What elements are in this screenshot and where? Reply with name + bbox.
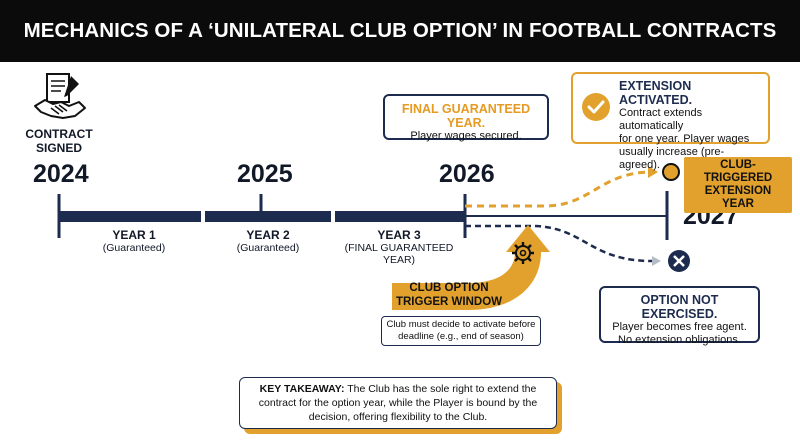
extension-body-line2: for one year. Player wages — [619, 133, 750, 145]
period-year1-title: YEAR 1 — [112, 228, 156, 242]
year2-bar — [205, 211, 331, 222]
year1-bar — [59, 211, 201, 222]
x-circle-icon — [668, 250, 690, 272]
not-exercised-body-line1: Player becomes free agent. — [612, 321, 747, 333]
takeaway-lead: KEY TAKEAWAY: — [259, 383, 345, 395]
no-option-arrowhead — [652, 256, 661, 266]
period-year2-subtitle: (Guaranteed) — [236, 242, 300, 254]
extension-path — [465, 170, 651, 208]
gear-icon — [512, 242, 534, 264]
extension-activated-title: EXTENSION ACTIVATED. — [619, 79, 693, 107]
takeaway-text1: The Club has the sole right to extend th… — [344, 383, 537, 395]
club-triggered-line2: EXTENSION YEAR — [704, 185, 772, 210]
period-year2: YEAR 2 (Guaranteed) — [218, 228, 318, 254]
year-2024: 2024 — [33, 160, 89, 188]
extension-node — [662, 163, 680, 181]
trigger-arrow — [392, 225, 550, 310]
trigger-label-line2: TRIGGER WINDOW — [395, 296, 503, 308]
no-option-path — [465, 224, 653, 263]
contract-handshake-icon — [34, 73, 86, 119]
final-guaranteed-title: FINAL GUARANTEED YEAR. — [401, 102, 531, 130]
trigger-note-line1: Club must decide to activate before — [386, 319, 536, 330]
period-year3: YEAR 3 (FINAL GUARANTEED YEAR) — [343, 228, 455, 266]
extension-body-line3: usually increase (pre-agreed). — [619, 146, 725, 171]
page-title: MECHANICS OF A ‘UNILATERAL CLUB OPTION’ … — [23, 19, 777, 42]
takeaway-line2: contract for the option year, while the … — [258, 397, 538, 409]
period-year3-title: YEAR 3 — [377, 228, 421, 242]
year3-bar — [335, 211, 465, 222]
contract-signed-label: CONTRACT SIGNED — [14, 127, 104, 155]
final-guaranteed-body: Player wages secured. — [410, 130, 522, 142]
trigger-note: Club must decide to activate before dead… — [381, 316, 541, 346]
period-year3-subtitle-line2: YEAR) — [382, 254, 416, 266]
period-year2-title: YEAR 2 — [246, 228, 290, 242]
extension-arrowhead — [648, 166, 658, 178]
trigger-note-line2: deadline (e.g., end of season) — [398, 331, 524, 342]
club-triggered-line1: CLUB-TRIGGERED — [703, 159, 773, 184]
final-guaranteed-card: FINAL GUARANTEED YEAR. Player wages secu… — [383, 94, 549, 142]
period-year3-subtitle-line1: (FINAL GUARANTEED — [344, 242, 454, 254]
trigger-label-line1: CLUB OPTION — [409, 282, 489, 294]
takeaway-line3: decision, offering flexibility to the Cl… — [308, 411, 488, 423]
title-bar: MECHANICS OF A ‘UNILATERAL CLUB OPTION’ … — [0, 0, 800, 62]
contract-signed-line2: SIGNED — [35, 141, 82, 155]
extension-activated-card: EXTENSION ACTIVATED. Contract extends au… — [571, 72, 770, 171]
trigger-window-label: CLUB OPTION TRIGGER WINDOW — [394, 281, 504, 309]
club-triggered-extension-label: CLUB-TRIGGERED EXTENSION YEAR — [684, 157, 792, 213]
contract-signed-line1: CONTRACT — [25, 127, 93, 141]
not-exercised-title: OPTION NOT EXERCISED. — [640, 293, 719, 321]
extension-body-line1: Contract extends automatically — [619, 107, 703, 132]
check-circle-icon — [582, 93, 610, 121]
key-takeaway-card: KEY TAKEAWAY: The Club has the sole righ… — [239, 377, 557, 429]
period-year1-subtitle: (Guaranteed) — [102, 242, 166, 254]
not-exercised-body-line2: No extension obligations. — [618, 334, 741, 346]
year-2025: 2025 — [237, 160, 293, 188]
year-2026: 2026 — [439, 160, 495, 188]
period-year1: YEAR 1 (Guaranteed) — [84, 228, 184, 254]
option-not-exercised-card: OPTION NOT EXERCISED. Player becomes fre… — [599, 286, 760, 346]
